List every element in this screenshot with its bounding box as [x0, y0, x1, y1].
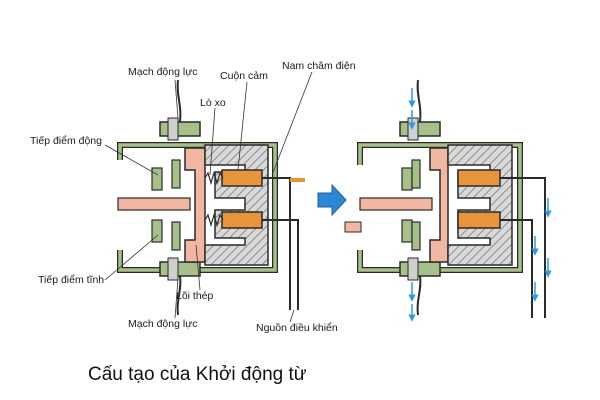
left-coil-top [221, 169, 263, 187]
right-armature [429, 147, 449, 263]
label-fixed-contact: Tiếp điểm tĩnh [38, 274, 105, 286]
caption: Cấu tạo của Khởi động từ [88, 364, 307, 385]
label-power-circuit-bottom: Mạch động lực [128, 318, 198, 330]
left-spring-bottom [204, 212, 224, 228]
transition-arrow [317, 183, 347, 217]
left-leader-lines [104, 71, 313, 323]
left-fixed-contact-bottom [171, 221, 181, 251]
left-diagram [104, 71, 313, 323]
left-fixed-contact-top [171, 159, 181, 189]
right-diagram [344, 79, 552, 322]
right-shaft [359, 197, 433, 211]
right-control-wire-b [500, 219, 533, 318]
left-spring-top [204, 170, 224, 186]
left-armature [184, 147, 206, 263]
right-coil-top [457, 169, 501, 187]
right-top-terminal [399, 79, 441, 141]
right-coil-bottom [457, 211, 501, 229]
left-control-wire-b [262, 219, 299, 310]
label-electromagnet: Nam châm điện [282, 60, 356, 72]
right-bottom-terminal [399, 257, 441, 316]
left-moving-contact-top [151, 167, 163, 191]
right-moving-contact-top [401, 167, 413, 191]
right-fixed-contact-top [411, 159, 421, 189]
left-coil-bottom [221, 211, 263, 229]
left-bottom-terminal [159, 257, 201, 316]
left-top-terminal [159, 79, 201, 141]
left-iron-core [204, 144, 269, 266]
right-fixed-contact-bottom [411, 221, 421, 251]
right-shaft-stub [344, 221, 362, 233]
right-iron-core [447, 144, 513, 266]
label-moving-contact: Tiếp điểm động [30, 135, 102, 147]
right-moving-contact-bottom [401, 219, 413, 243]
label-coil: Cuộn cảm [220, 70, 268, 82]
label-spring: Lò xo [200, 97, 226, 109]
label-iron-core: Lõi thép [176, 290, 214, 302]
label-control-source: Nguồn điều khiển [256, 322, 338, 334]
current-flow-arrows [408, 88, 552, 322]
left-moving-contact-bottom [151, 219, 163, 243]
label-power-circuit-top: Mạch động lực [128, 66, 198, 78]
left-shaft [117, 197, 191, 211]
